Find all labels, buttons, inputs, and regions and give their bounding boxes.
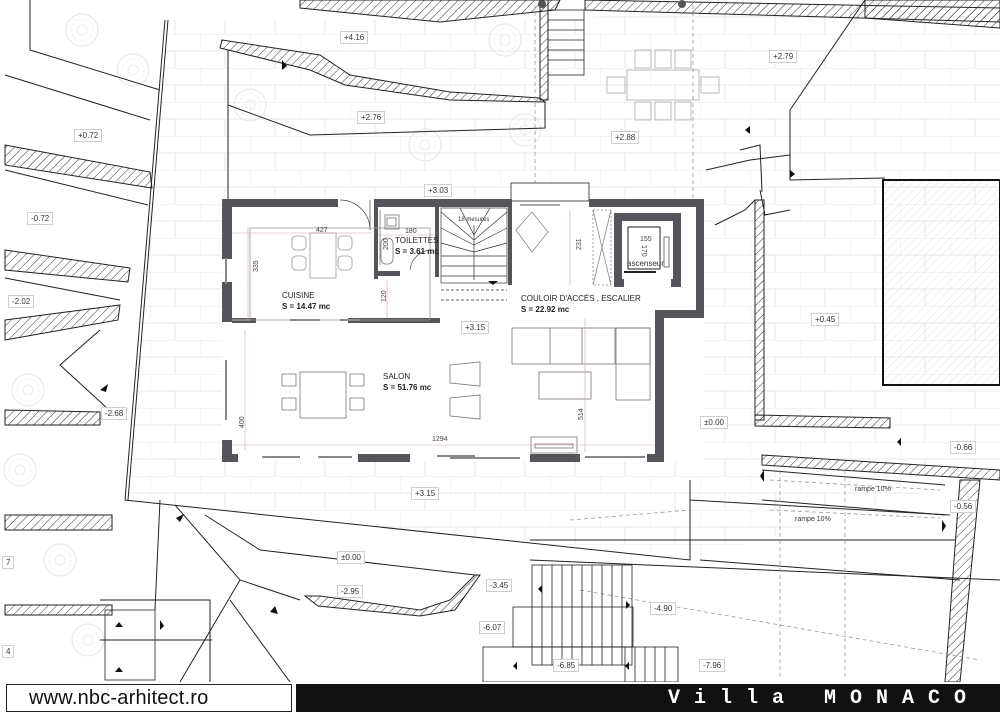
dim-toilettes-depth: 200 [383, 238, 390, 250]
level-tag: +2.88 [611, 131, 640, 144]
dim-passage: 120 [381, 290, 388, 302]
level-tag: +4.16 [340, 31, 369, 44]
project-title: Villa MONACO [667, 686, 980, 710]
level-tag: 4 [2, 645, 15, 658]
dim-cuisine-depth: 335 [253, 260, 260, 272]
level-tag: -3.45 [486, 579, 513, 592]
level-tag: +3.15 [411, 487, 440, 500]
stair-note: 18 mesures [458, 217, 490, 223]
dashed-lines [534, 5, 981, 680]
level-tag: -0.56 [950, 500, 977, 513]
level-tag: +3.15 [461, 321, 490, 334]
outdoor-stairs [104, 9, 679, 682]
level-tag: -0.72 [27, 212, 54, 225]
dim-overall-width: 1294 [432, 436, 448, 443]
level-tag: -0.66 [950, 441, 977, 454]
level-tag: -6.85 [553, 659, 580, 672]
level-tag: +0.72 [74, 129, 103, 142]
elevator-label: ascenseur [627, 259, 664, 268]
level-tag: +0.45 [811, 313, 840, 326]
elevator-depth: 170 [640, 245, 647, 257]
room-name-salon: SALON [383, 372, 411, 381]
dim-couloir-depth: 231 [576, 238, 583, 250]
dim-cuisine-width: 427 [316, 227, 328, 234]
ramp-label: rampe 10% [855, 486, 891, 493]
level-tag: ±0.00 [337, 551, 365, 564]
room-name-couloir: COULOIR D'ACCÈS , ESCALIER [521, 294, 641, 303]
level-tag: -2.95 [337, 585, 364, 598]
project-title-box: Villa MONACO [296, 684, 1000, 712]
title-block: www.nbc-arhitect.ro Villa MONACO [0, 682, 1000, 716]
website-box: www.nbc-arhitect.ro [6, 684, 292, 712]
retaining-walls [4, 0, 1000, 682]
level-tag: +3.03 [424, 184, 453, 197]
dim-salon-depth: 400 [239, 416, 246, 428]
elevator-width: 155 [640, 236, 652, 243]
house [222, 182, 704, 462]
level-tag: 7 [2, 556, 15, 569]
website-url[interactable]: www.nbc-arhitect.ro [29, 686, 209, 709]
outdoor-dining-set [606, 49, 720, 121]
level-tag: -2.68 [101, 407, 128, 420]
level-tag: -4.90 [650, 602, 677, 615]
level-tag: -2.02 [8, 295, 35, 308]
level-tag: ±0.00 [700, 416, 728, 429]
room-name-cuisine: CUISINE [282, 291, 315, 300]
level-tag: +2.79 [769, 50, 798, 63]
level-tag: +2.76 [357, 111, 386, 124]
dim-salon-right-depth: 514 [578, 408, 585, 420]
ramp-label: rampe 10% [795, 516, 831, 523]
room-area-couloir: S = 22.92 mc [521, 305, 570, 314]
dim-toilettes-width: 180 [405, 228, 417, 235]
neighbour-building [882, 179, 1000, 386]
level-tag: -7.96 [699, 659, 726, 672]
columns [538, 0, 686, 8]
slope-arrows [100, 60, 946, 672]
level-tag: -6.07 [479, 621, 506, 634]
room-area-salon: S = 51.76 mc [383, 383, 432, 392]
room-name-toilettes: TOILETTES [395, 236, 439, 245]
room-area-toilettes: S = 3.61 mc [395, 247, 439, 256]
floor-plan-drawing [3, 0, 1000, 682]
room-area-cuisine: S = 14.47 mc [282, 302, 331, 311]
terrace-outlines [4, 0, 1000, 682]
